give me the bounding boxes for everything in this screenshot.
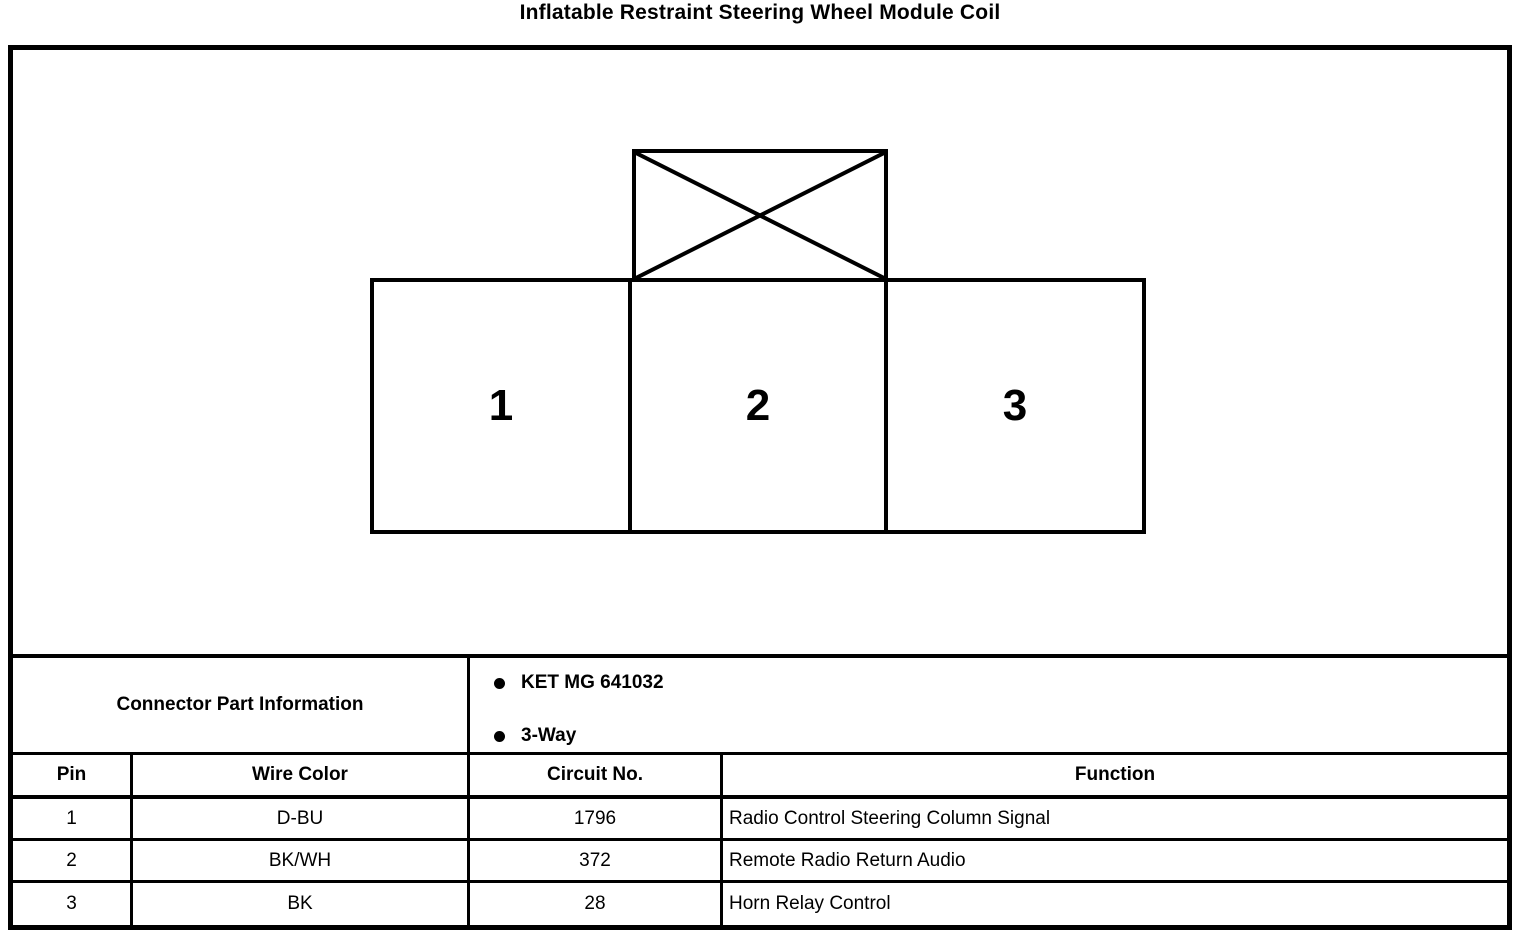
cell-circuit-no: 1796	[470, 799, 723, 838]
page-title: Inflatable Restraint Steering Wheel Modu…	[519, 1, 1001, 24]
way-count-item: 3-Way	[494, 723, 1507, 749]
bullet-icon	[494, 677, 505, 689]
part-number-item: KET MG 641032	[494, 670, 1507, 696]
part-number-text: KET MG 641032	[521, 672, 664, 693]
pin-cavity-2-label: 2	[745, 381, 771, 430]
bullet-icon	[494, 730, 505, 742]
table-row: 2 BK/WH 372 Remote Radio Return Audio	[13, 841, 1507, 883]
pin-table-header-row: Pin Wire Color Circuit No. Function	[13, 755, 1507, 799]
cell-function: Horn Relay Control	[729, 893, 891, 914]
cell-circuit-no: 28	[470, 883, 723, 925]
cell-wire-color: BK	[133, 883, 470, 925]
header-wire-color: Wire Color	[133, 755, 470, 795]
cell-pin: 2	[13, 841, 133, 880]
table-row: 1 D-BU 1796 Radio Control Steering Colum…	[13, 799, 1507, 841]
way-count-text: 3-Way	[521, 725, 577, 746]
cell-function: Remote Radio Return Audio	[729, 849, 966, 871]
cell-wire-color: D-BU	[133, 799, 470, 838]
pin-cavity-1: 1	[370, 278, 632, 534]
cell-pin: 3	[13, 883, 133, 925]
connector-face-diagram: 1 2 3	[13, 50, 1507, 658]
pin-cavity-1-label: 1	[488, 381, 514, 430]
header-circuit-no: Circuit No.	[470, 755, 723, 795]
connector-part-info-details: KET MG 641032 3-Way	[470, 658, 1507, 752]
connector-part-info-row: Connector Part Information KET MG 641032…	[13, 658, 1507, 755]
cell-pin: 1	[13, 799, 133, 838]
cell-circuit-no: 372	[470, 841, 723, 880]
header-pin: Pin	[13, 755, 133, 795]
diagram-frame: 1 2 3 Connector Part Information KET MG …	[8, 45, 1512, 930]
pin-cavity-row: 1 2 3	[370, 278, 1146, 534]
connector-part-info-label: Connector Part Information	[13, 658, 470, 752]
pin-cavity-2: 2	[628, 278, 888, 534]
cell-wire-color: BK/WH	[133, 841, 470, 880]
header-function: Function	[1074, 764, 1156, 785]
pin-cavity-3-label: 3	[1002, 381, 1028, 430]
table-row: 3 BK 28 Horn Relay Control	[13, 883, 1507, 925]
x-mark-icon	[636, 153, 884, 278]
connector-keying-box	[632, 149, 888, 282]
pin-cavity-3: 3	[884, 278, 1146, 534]
cell-function: Radio Control Steering Column Signal	[729, 807, 1051, 829]
